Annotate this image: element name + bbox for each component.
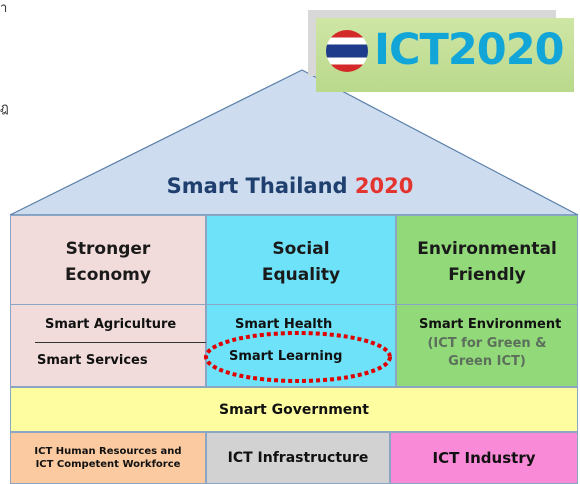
pillar-heading: Stronger Economy	[65, 239, 151, 285]
item-smart-learning: Smart Learning	[229, 349, 343, 364]
pillar-heading: Environmental Friendly	[417, 239, 557, 285]
corner-glyph-mid: ฎ	[0, 101, 9, 116]
logo-text: ICT2020	[374, 25, 565, 75]
foundation-label: ICT Infrastructure	[227, 450, 369, 466]
foundation-ict-infrastructure: ICT Infrastructure	[206, 432, 390, 484]
item-smart-services: Smart Services	[37, 353, 148, 368]
item-smart-agriculture: Smart Agriculture	[45, 317, 177, 332]
pillar-stronger-economy: Stronger Economy Smart Agriculture Smart…	[10, 215, 211, 387]
roof-title: Smart Thailand 2020	[0, 174, 580, 198]
item-smart-environment: Smart Environment	[419, 317, 562, 332]
pillar-heading: Social Equality	[261, 239, 341, 285]
foundation-label: ICT Industry	[432, 449, 536, 467]
item-ict-for-green: (ICT for Green &	[427, 336, 547, 351]
foundation-ict-industry: ICT Industry	[390, 432, 578, 484]
smart-government-label: Smart Government	[219, 401, 369, 418]
foundation-label: ICT Human Resources and ICT Competent Wo…	[34, 446, 182, 470]
item-smart-health: Smart Health	[235, 317, 333, 332]
pillar-social-equality: Social Equality Smart Health Smart Learn…	[206, 215, 396, 387]
foundation-ict-human-resources: ICT Human Resources and ICT Competent Wo…	[10, 432, 206, 484]
smart-learning-highlight	[204, 331, 392, 383]
corner-glyph-top: า	[0, 1, 8, 16]
pillar-environmental-friendly: Environmental Friendly Smart Environment…	[396, 215, 578, 387]
roof-title-text: Smart Thailand	[166, 174, 348, 198]
ict2020-logo: ICT2020	[308, 10, 574, 94]
smart-government-band: Smart Government	[10, 387, 578, 432]
roof-title-year: 2020	[354, 174, 414, 198]
thailand-flag-icon	[326, 30, 368, 72]
item-green-ict: Green ICT)	[448, 354, 526, 369]
